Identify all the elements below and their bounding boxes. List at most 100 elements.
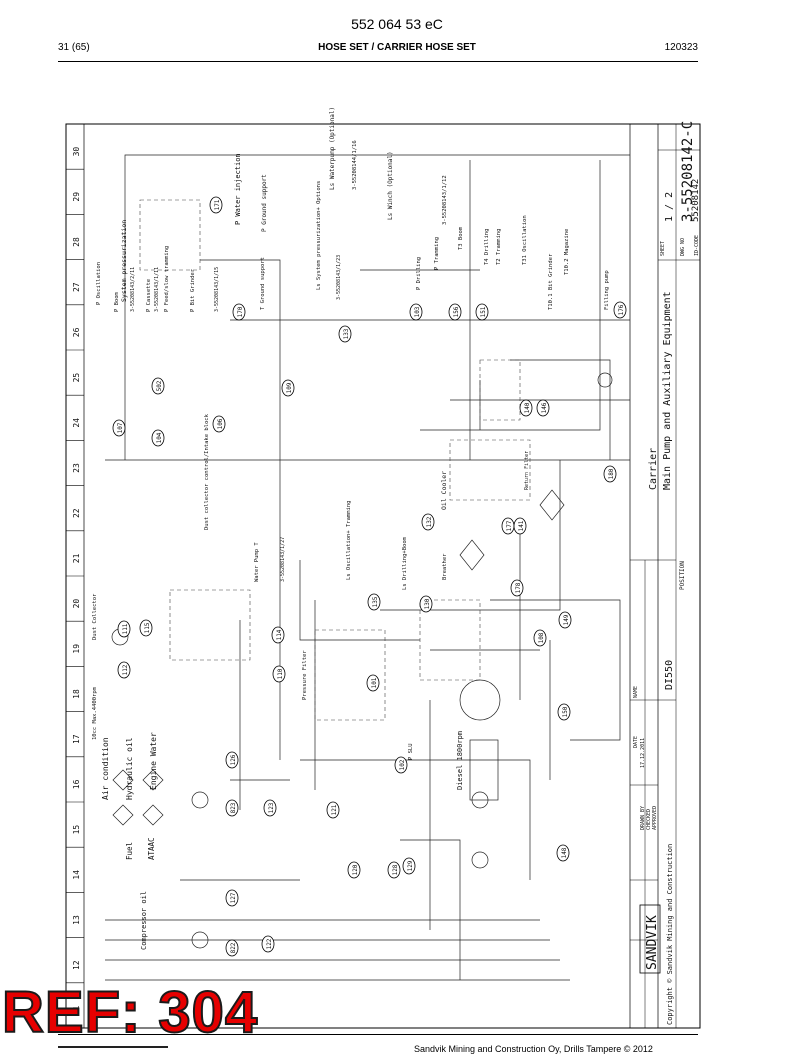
schematic-label: 3-55208143/1/27 [280, 537, 286, 582]
schematic-label: 10cc Max.4400rpm [92, 686, 98, 740]
hose-number: 129 [407, 860, 414, 871]
schematic-label: P Feed/slow tramming [164, 246, 170, 312]
schematic-label: 3-55208143/1/23 [336, 255, 342, 300]
schematic-label: P Tramming [434, 237, 440, 270]
schematic-label: Breather [442, 553, 448, 580]
schematic-label: 3-55208143/1/15 [214, 267, 220, 312]
drawn-by-label: DRAWN BY [640, 806, 646, 830]
date-column-label: DATE [633, 736, 639, 748]
ident-label: ID-CODE [694, 235, 700, 256]
hose-marker [513, 517, 527, 535]
schematic-label: ATAAC [147, 837, 156, 860]
hose-marker [367, 593, 381, 611]
grid-number: 22 [72, 508, 81, 518]
hose-marker [232, 303, 246, 321]
drawing-no-label: DWG NO [680, 238, 686, 256]
hose-number: 108 [538, 632, 545, 643]
schematic-label: T3 Boom [458, 226, 464, 250]
grid-number: 29 [72, 192, 81, 202]
drawing-number: 3-55208142-C [680, 121, 696, 222]
hose-number: 103 [414, 306, 421, 317]
hose-number: 180 [608, 468, 615, 479]
schematic-label: T4 Drilling [484, 229, 490, 265]
schematic-label: 3-55208143/1/12 [442, 175, 448, 225]
hose-number: 109 [286, 382, 293, 393]
schematic-label: Filling pump [604, 270, 610, 310]
hose-marker [613, 301, 627, 319]
hose-marker [475, 303, 489, 321]
section-title: HOSE SET / CARRIER HOSE SET [318, 42, 476, 53]
footer-text: Sandvik Mining and Construction Oy, Dril… [414, 1044, 653, 1054]
hose-number: 135 [372, 596, 379, 607]
hose-number: 128 [392, 864, 399, 875]
hose-number: 104 [156, 432, 163, 443]
hose-marker [556, 844, 570, 862]
schematic-label: Fuel [125, 842, 134, 860]
hose-marker [387, 861, 401, 879]
schematic-label: Ls Winch (Optional) [387, 151, 394, 220]
grid-number: 14 [72, 870, 81, 880]
schematic-label: Dust Collector [92, 593, 98, 640]
grid-number: 25 [72, 373, 81, 383]
ident-code: 55208142 [691, 179, 701, 222]
hose-number: 176 [618, 304, 625, 315]
schematic-label: T2 Tramming [496, 229, 502, 265]
hose-number: 126 [230, 754, 237, 765]
schematic-label: P Drilling [416, 257, 422, 290]
hose-number: 106 [217, 418, 224, 429]
schematic-label: P Ground support [261, 174, 268, 232]
grid-number: 17 [72, 734, 81, 744]
grid-number: 20 [72, 599, 81, 609]
company-name: SANDVIK [645, 915, 660, 970]
copyright-text: Copyright © Sandvik Mining and Construct… [666, 844, 674, 1025]
grid-number: 11 [72, 1005, 81, 1015]
hose-marker [263, 799, 277, 817]
position-label: POSITION [679, 561, 686, 590]
hose-number: 141 [518, 520, 525, 531]
grid-number: 21 [72, 553, 81, 563]
hose-marker [281, 379, 295, 397]
schematic-label: P SLU [408, 743, 414, 760]
schematic-label: Water Pump T [254, 542, 260, 582]
hose-number: 120 [352, 864, 359, 875]
grid-number: 12 [72, 960, 81, 970]
hose-number: 822 [230, 942, 237, 953]
hose-number: 110 [277, 668, 284, 679]
hose-marker [536, 399, 550, 417]
schematic-label: Air condition [101, 737, 110, 800]
hose-marker [261, 935, 275, 953]
schematic-label: P Boom [114, 291, 120, 312]
model-label: DI550 [664, 660, 675, 690]
hose-marker [209, 196, 223, 214]
hose-marker [225, 799, 239, 817]
hose-number: 127 [230, 892, 237, 903]
hose-number: 101 [371, 677, 378, 688]
title-line-2: Main Pump and Auxiliary Equipment [662, 291, 673, 490]
hose-marker [338, 325, 352, 343]
footer-rule [58, 1034, 698, 1035]
hose-number: 146 [541, 402, 548, 413]
grid-number: 18 [72, 689, 81, 699]
hose-number: 130 [424, 598, 431, 609]
schematic-label: T31 Oscillation [522, 215, 528, 265]
schematic-label: P Cassette [146, 279, 152, 312]
hose-number: 115 [144, 622, 151, 633]
schematic-label: P Oscillation [96, 262, 102, 305]
hose-marker [558, 611, 572, 629]
schematic-label: Return Filter [524, 451, 530, 490]
hose-marker [151, 377, 165, 395]
schematic-label: T Ground support [260, 257, 266, 310]
schematic-label: Ls Oscillation+ Tramming [346, 501, 352, 580]
hose-number: 140 [524, 402, 531, 413]
title-line-1: Carrier [648, 448, 659, 490]
hose-number: 171 [214, 199, 221, 210]
hose-number: 121 [331, 804, 338, 815]
hose-marker [212, 415, 226, 433]
hose-number: 114 [276, 629, 283, 640]
schematic-label: Ls System pressurization+ Options [316, 181, 322, 290]
document-number: 552 064 53 eC [351, 16, 443, 32]
hose-marker [272, 665, 286, 683]
hose-number: 151 [480, 306, 487, 317]
